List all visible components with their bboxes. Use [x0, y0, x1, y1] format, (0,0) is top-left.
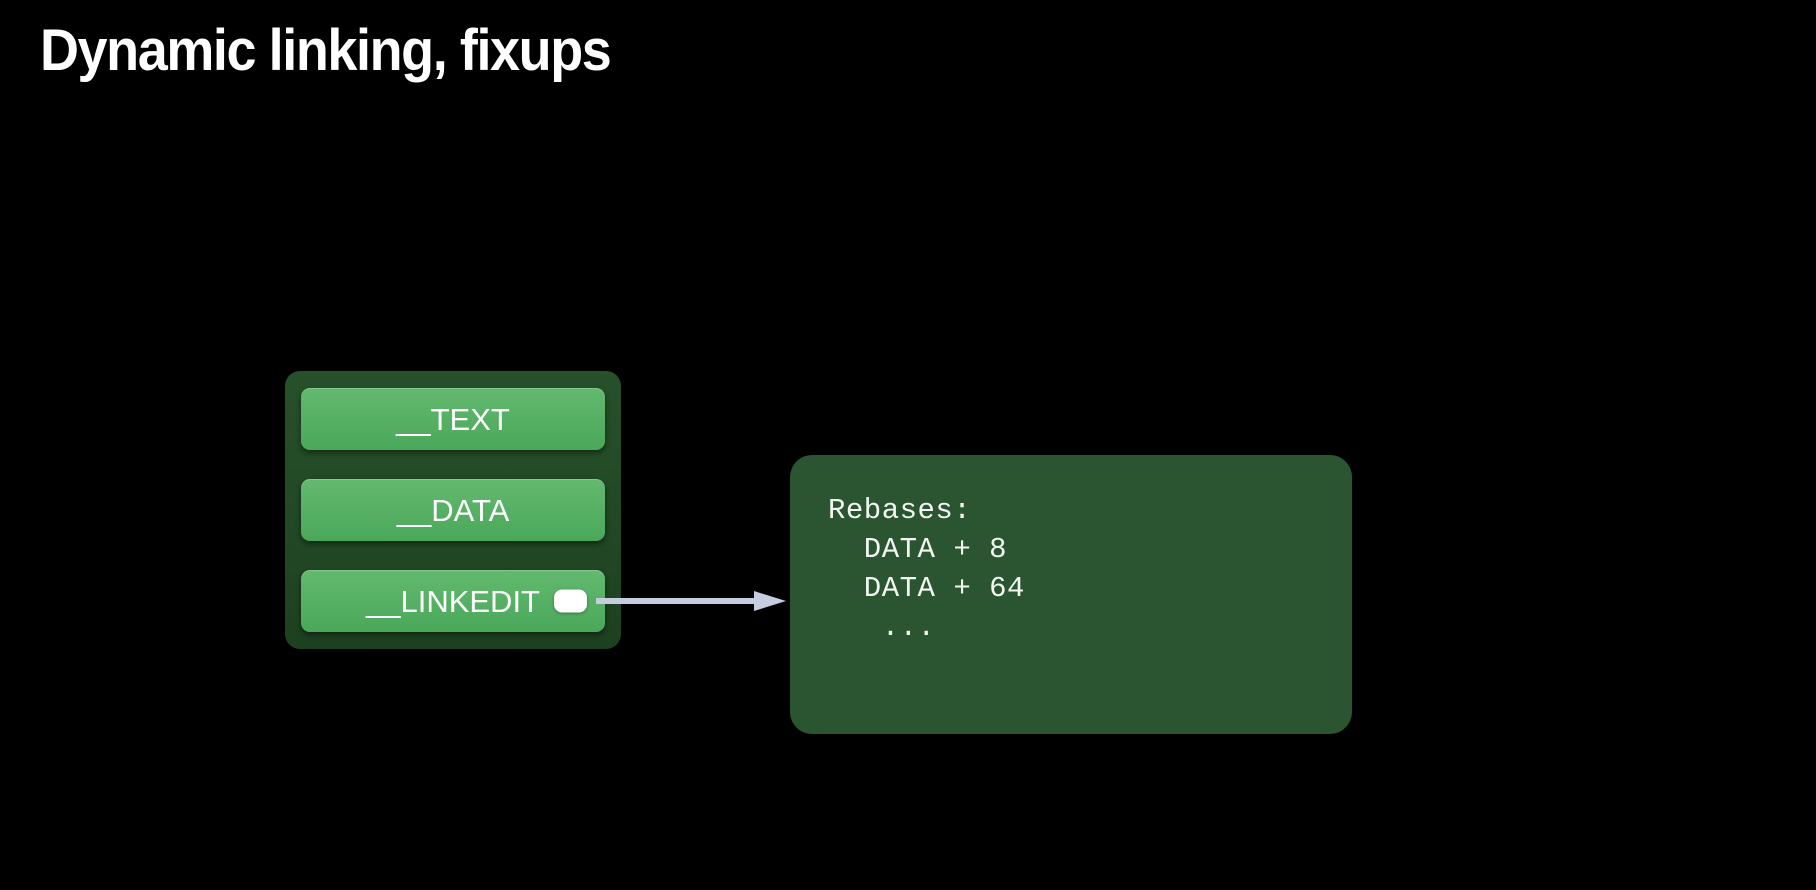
code-line-ellipsis: ... [828, 611, 936, 644]
mach-o-segment-container: __TEXT __DATA __LINKEDIT [285, 371, 621, 649]
segment-label-text: __TEXT [396, 401, 510, 437]
segment-row-linkedit[interactable]: __LINKEDIT [301, 570, 605, 632]
segment-row-text[interactable]: __TEXT [301, 388, 605, 450]
code-line-rebase-2: DATA + 64 [828, 572, 1025, 605]
page-title: Dynamic linking, fixups [40, 18, 612, 83]
segment-row-data[interactable]: __DATA [301, 479, 605, 541]
linkedit-marker-pill [554, 589, 587, 613]
segment-label-linkedit: __LINKEDIT [365, 583, 540, 619]
arrow-right-icon [596, 591, 786, 611]
code-line-rebase-1: DATA + 8 [828, 533, 1008, 566]
code-line-heading: Rebases: [828, 494, 972, 527]
fixups-rebases-panel: Rebases: DATA + 8 DATA + 64 ... [790, 455, 1352, 734]
segment-label-data: __DATA [396, 492, 510, 528]
connector-arrow [596, 588, 786, 614]
